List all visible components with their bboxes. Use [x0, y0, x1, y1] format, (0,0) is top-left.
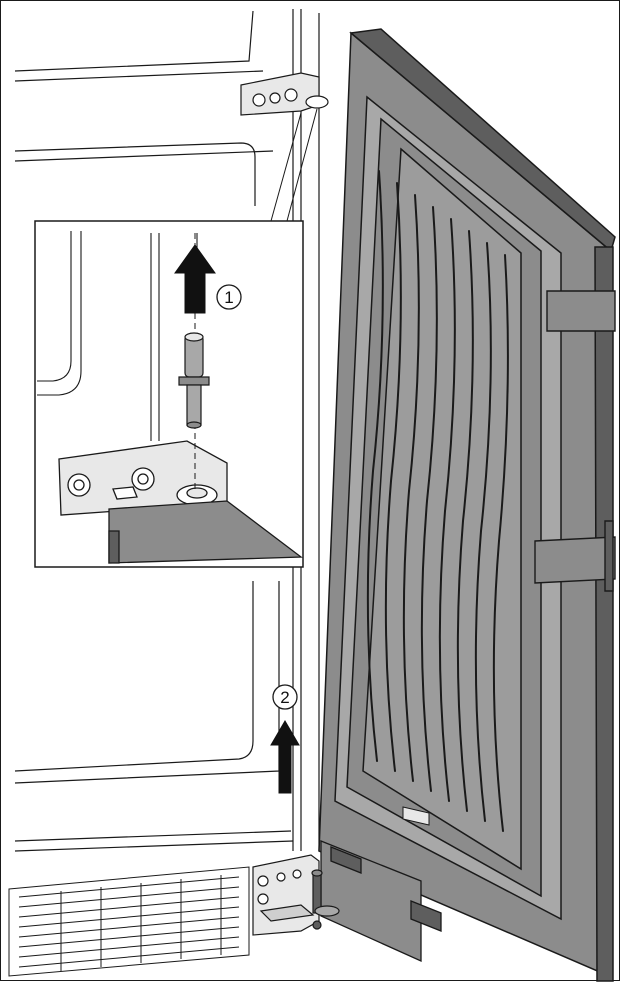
step-1-number: 1	[224, 288, 233, 307]
arrow-up-icon	[174, 244, 216, 314]
arrow-up-icon	[270, 720, 300, 794]
step-2-number: 2	[280, 688, 289, 707]
inset-hinge-pin	[178, 332, 210, 429]
door-strap-upper	[546, 290, 616, 332]
door-liner	[362, 147, 522, 871]
cabinet-panel-top	[14, 10, 254, 72]
step-1-marker: 1	[216, 284, 242, 310]
door-strap-tab	[604, 520, 614, 592]
inset-leader-lines	[270, 108, 318, 222]
cabinet-base-line	[14, 830, 292, 842]
detail-inset: 1	[34, 220, 304, 568]
top-hinge-bracket	[240, 72, 329, 116]
door-side-edge	[594, 246, 614, 982]
refrigerator-door	[318, 28, 616, 982]
door-straps	[534, 290, 616, 592]
inset-door-strip	[108, 500, 303, 564]
vent-grille	[8, 866, 250, 977]
cabinet-panel-2	[14, 581, 254, 772]
cabinet-panel-top-2	[14, 70, 264, 82]
door-logo-plate	[402, 806, 430, 826]
door-top-edge	[349, 28, 616, 253]
step-2-marker: 2	[270, 684, 300, 794]
bottom-hinge-bracket	[252, 854, 340, 936]
cabinet-panel-1	[14, 142, 256, 206]
door-ribs	[366, 170, 509, 832]
door-strap-lower	[534, 536, 616, 584]
cabinet-base-line-2	[14, 840, 294, 852]
vent-slots	[18, 875, 240, 971]
door-bottom	[320, 840, 442, 963]
numbered-circle-icon	[272, 684, 298, 710]
cabinet-panel-2b	[14, 581, 280, 784]
numbered-circle-icon	[216, 284, 242, 310]
cabinet-panel-1b	[14, 150, 274, 162]
